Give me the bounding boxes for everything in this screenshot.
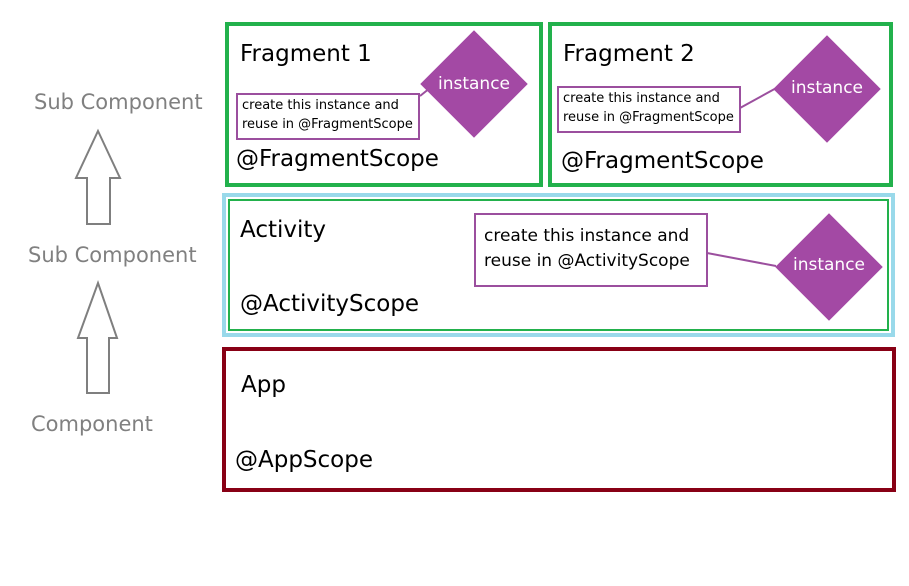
fragment2-note-line2: reuse in @FragmentScope bbox=[563, 109, 734, 125]
app-scope: @AppScope bbox=[235, 447, 373, 473]
up-arrow-upper bbox=[74, 128, 122, 225]
fragment1-scope: @FragmentScope bbox=[236, 146, 439, 172]
fragment1-box bbox=[225, 22, 543, 187]
activity-connector bbox=[706, 252, 777, 267]
app-title: App bbox=[241, 372, 286, 398]
activity-note: create this instance and reuse in @Activ… bbox=[474, 213, 708, 287]
fragment1-note-line1: create this instance and bbox=[242, 98, 399, 113]
fragment1-title: Fragment 1 bbox=[240, 41, 372, 67]
fragment2-instance-label: instance bbox=[790, 78, 864, 98]
up-arrow-lower bbox=[76, 280, 119, 394]
fragment1-note-line2: reuse in @FragmentScope bbox=[242, 116, 413, 132]
activity-box bbox=[228, 199, 889, 331]
fragment1-instance-label: instance bbox=[437, 74, 511, 94]
fragment1-note: create this instance and reuse in @Fragm… bbox=[236, 93, 420, 140]
fragment2-note-line1: create this instance and bbox=[563, 91, 720, 106]
activity-instance-label: instance bbox=[792, 255, 866, 275]
sub-component-label-top: Sub Component bbox=[34, 90, 203, 114]
activity-title: Activity bbox=[240, 217, 327, 243]
fragment2-note: create this instance and reuse in @Fragm… bbox=[557, 86, 741, 133]
activity-scope: @ActivityScope bbox=[240, 291, 420, 317]
activity-outer-box bbox=[222, 193, 895, 337]
sub-component-label-middle: Sub Component bbox=[28, 243, 197, 267]
component-label: Component bbox=[31, 412, 153, 436]
activity-note-line1: create this instance and bbox=[484, 226, 690, 246]
app-box bbox=[222, 347, 896, 492]
activity-note-line2: reuse in @ActivityScope bbox=[484, 250, 690, 271]
fragment2-title: Fragment 2 bbox=[563, 41, 695, 67]
fragment2-box bbox=[548, 22, 893, 187]
fragment2-scope: @FragmentScope bbox=[561, 148, 764, 174]
